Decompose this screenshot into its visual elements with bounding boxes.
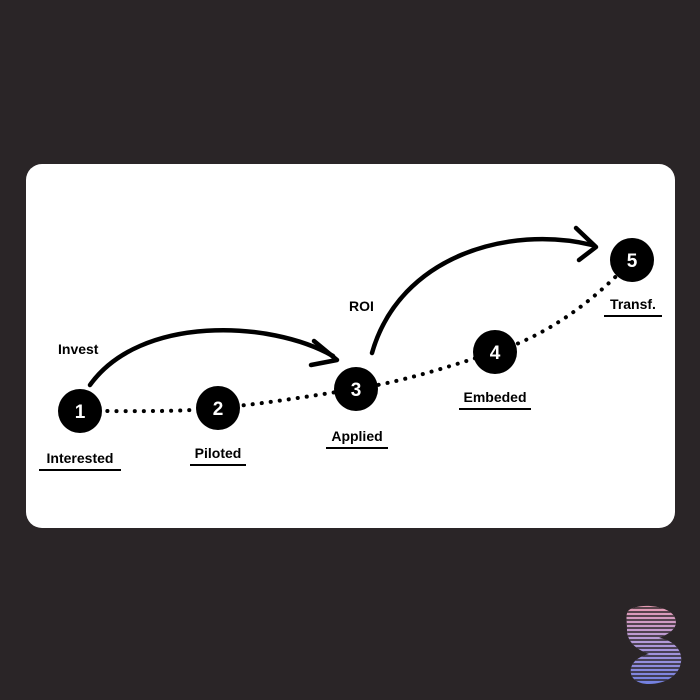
roi-arrowhead — [573, 225, 599, 263]
stage-node-5: 5 — [610, 238, 654, 282]
stage-label-group-4: Embeded — [459, 389, 531, 410]
stage-number-1: 1 — [75, 402, 86, 423]
stage-node-3: 3 — [334, 367, 378, 411]
stage-label-5: Transf. — [610, 296, 656, 312]
stage-label-1: Interested — [47, 450, 114, 466]
stage-label-group-3: Applied — [326, 428, 388, 449]
stage-number-4: 4 — [490, 343, 501, 364]
stage-node-4: 4 — [473, 330, 517, 374]
stage-label-group-2: Piloted — [190, 445, 246, 466]
stage-node-2: 2 — [196, 386, 240, 430]
stage-number-2: 2 — [213, 399, 224, 420]
progression-dotted-path — [78, 258, 634, 414]
stage-number-3: 3 — [351, 380, 362, 401]
invest-arrowhead — [308, 338, 340, 368]
stage-node-1: 1 — [58, 389, 102, 433]
roi-arrow — [369, 237, 595, 356]
diagram-card — [26, 164, 675, 528]
brand-logo-icon — [626, 605, 682, 684]
stage-label-group-5: Transf. — [604, 296, 662, 317]
stage-label-4: Embeded — [463, 389, 526, 405]
roi-label: ROI — [349, 298, 374, 314]
stage-label-group-1: Interested — [39, 450, 121, 471]
stage-label-3: Applied — [331, 428, 382, 444]
invest-arrow — [87, 328, 336, 388]
invest-label: Invest — [58, 341, 99, 357]
stage-label-2: Piloted — [195, 445, 242, 461]
stage-number-5: 5 — [627, 251, 638, 272]
